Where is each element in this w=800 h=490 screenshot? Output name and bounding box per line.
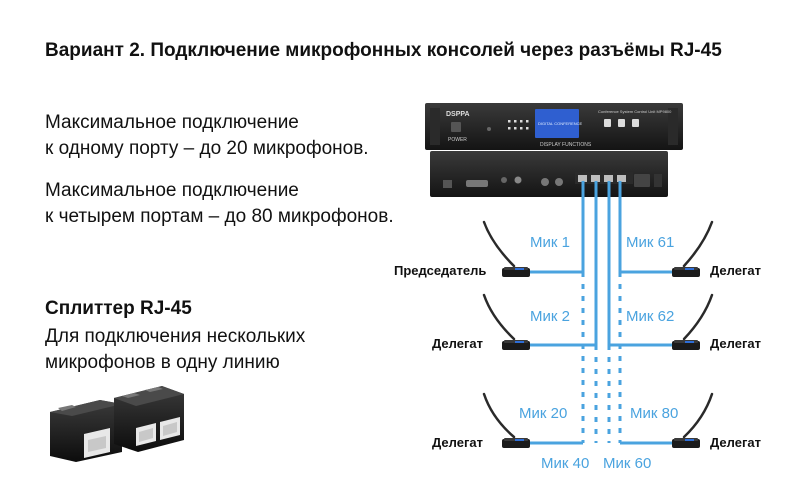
microphone-chair-icon [482, 220, 530, 277]
mic-label-62: Мик 62 [626, 308, 674, 325]
role-label-delegate-left-1: Делегат [432, 336, 483, 351]
microphone-delegate-left-1-icon [482, 293, 530, 350]
mic-label-61: Мик 61 [626, 234, 674, 251]
rj45-port-4 [617, 175, 626, 182]
microphone-delegate-right-1-icon [672, 220, 714, 277]
rj45-port-2 [591, 175, 600, 182]
page-title: Вариант 2. Подключение микрофонных консо… [45, 40, 722, 61]
role-label-chair: Председатель [394, 263, 486, 278]
mic-label-80: Мик 80 [630, 405, 678, 422]
role-label-delegate-right-2: Делегат [710, 336, 761, 351]
mic-label-20: Мик 20 [519, 405, 567, 422]
power-socket [634, 174, 650, 187]
control-unit-front: DSPPA POWER DIGITAL CONFERENCE DISPLAY F… [425, 103, 683, 150]
lcd-text: DIGITAL CONFERENCE [538, 121, 583, 126]
control-unit-rear [430, 151, 668, 197]
brand-logo: DSPPA [446, 111, 470, 118]
microphone-delegate-right-3-icon [672, 392, 714, 448]
rj45-port-1 [578, 175, 587, 182]
lcd-display [535, 109, 579, 138]
splitter-desc-1: Для подключения нескольких [45, 326, 306, 347]
panel-button-1 [604, 119, 611, 127]
role-label-delegate-left-2: Делегат [432, 435, 483, 450]
power-label: POWER [448, 137, 467, 143]
panel-text: Conference System Control Unit MP9800 [598, 109, 672, 114]
info-line-2a: Максимальное подключение [45, 180, 299, 201]
microphone-delegate-right-2-icon [672, 293, 714, 350]
info-line-2b: к четырем портам – до 80 микрофонов. [45, 206, 394, 227]
panel-button-2 [618, 119, 625, 127]
mic-label-60: Мик 60 [603, 455, 651, 472]
splitter-heading: Сплиттер RJ-45 [45, 298, 192, 319]
splitter-desc-2: микрофонов в одну линию [45, 352, 280, 373]
panel-button-3 [632, 119, 639, 127]
info-line-1b: к одному порту – до 20 микрофонов. [45, 138, 369, 159]
microphone-delegate-left-2-icon [482, 392, 530, 448]
cables [520, 181, 688, 445]
info-line-1a: Максимальное подключение [45, 112, 299, 133]
mic-label-40: Мик 40 [541, 455, 589, 472]
role-label-delegate-right-1: Делегат [710, 263, 761, 278]
role-label-delegate-right-3: Делегат [710, 435, 761, 450]
power-button [451, 122, 461, 132]
display-functions-label: DISPLAY FUNCTIONS [540, 142, 592, 148]
rj45-splitter-icon [50, 386, 184, 462]
mic-label-1: Мик 1 [530, 234, 570, 251]
mic-label-2: Мик 2 [530, 308, 570, 325]
rj45-port-3 [604, 175, 613, 182]
